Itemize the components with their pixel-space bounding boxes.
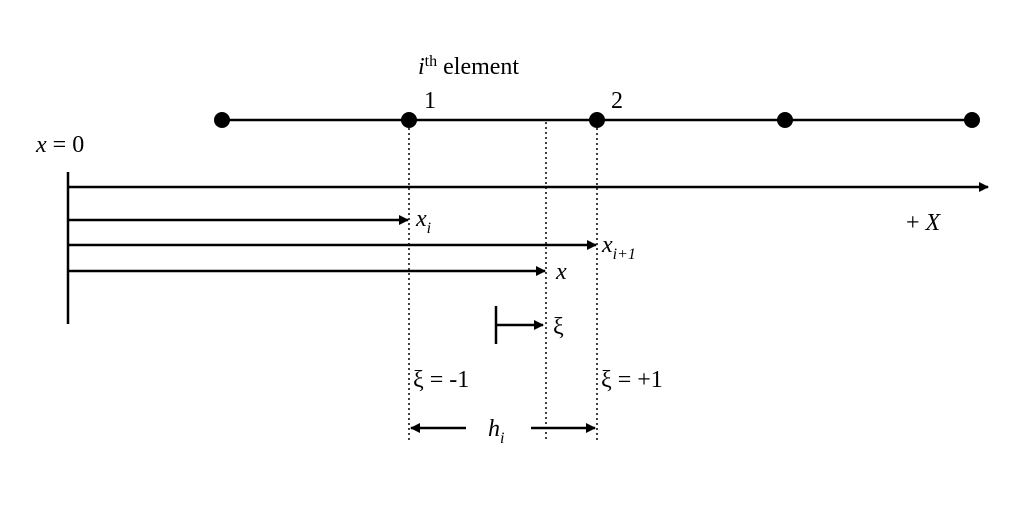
node-4 [964,112,980,128]
xi-plus-label: ξ = +1 [601,367,663,393]
xi1-label: xi+1 [601,232,636,263]
node-1 [401,112,417,128]
node-0 [214,112,230,128]
node-label-1: 1 [424,88,436,114]
xi-minus-label: ξ = -1 [413,367,469,393]
node-2 [589,112,605,128]
node-3 [777,112,793,128]
origin-label: x = 0 [35,132,84,158]
xi-label: xi [415,206,431,237]
h-label: hi [488,416,504,447]
xi-symbol-label: ξ [553,314,564,340]
x-axis-label: + X [906,210,942,236]
x-label: x [555,259,567,285]
element-label: ith element [418,53,519,80]
node-label-2: 2 [611,88,623,114]
